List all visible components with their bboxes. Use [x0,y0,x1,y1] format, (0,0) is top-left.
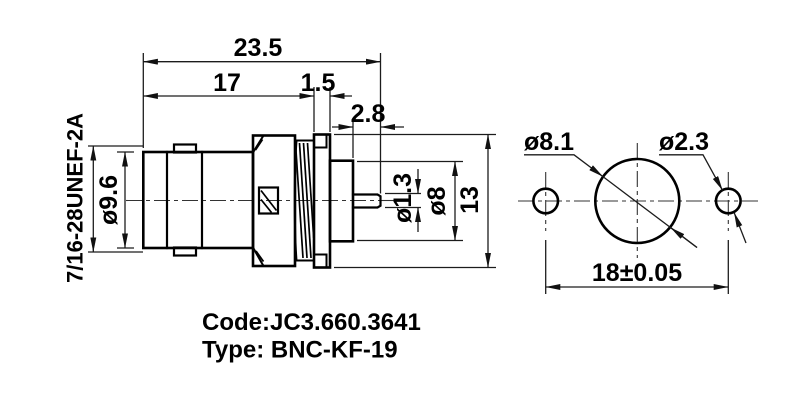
small-hole-arrow-lower [733,212,747,244]
nut-chamfer-hatch-top [254,139,264,151]
nut-slot [257,186,280,215]
thread-hatch-2 [298,142,308,259]
thread-spec-label: 7/16-28UNEF-2A [63,113,88,283]
thread-hatch-1 [294,142,304,259]
thread-hatch-3 [302,142,312,259]
nut-chamfer-top [252,134,265,154]
connector-body-outline [142,133,382,269]
dim-rear-diameter: ø8 [423,186,451,215]
rear-insulator [328,159,355,243]
dim-flange-height: 13 [456,186,484,214]
left-small-hole [532,187,560,215]
dim-body-length: 17 [213,69,241,97]
type-text: Type: BNC-KF-19 [202,337,398,364]
side-view: 23.5 17 1.5 2.8 ø9.6 7/16-28UNEF-2A ø1.3… [63,34,496,283]
nut-slot-hatch-1 [260,189,278,212]
dim-overall-length: 23.5 [234,34,283,62]
dim-small-hole: ø2.3 [659,128,709,156]
side-view-dimensions [88,53,496,269]
bayonet-lug-bottom [172,246,198,257]
thread-hatch-4 [306,142,315,239]
nut-slot-hatch-2 [260,198,273,214]
large-hole [593,157,681,245]
large-hole-arrow-lower [670,227,698,249]
right-small-hole [714,187,742,215]
dim-hole-spacing: 18±0.05 [592,259,682,287]
code-text: Code:JC3.660.3641 [202,309,421,336]
dim-flange-thickness: 1.5 [301,69,336,97]
dim-pin-diameter: ø1.3 [389,173,417,223]
dim-front-diameter: ø9.6 [95,175,123,225]
dim-large-hole: ø8.1 [524,128,574,156]
nut-chamfer-bottom [252,247,265,267]
flange-lip-bottom [314,253,328,268]
bayonet-lug-top [172,143,198,154]
nut-chamfer-hatch-bottom [255,250,265,262]
footer-block: Code:JC3.660.3641 Type: BNC-KF-19 [202,309,421,364]
solder-pin [351,193,382,209]
large-hole-leader [524,154,604,178]
thread-section [293,139,315,262]
small-hole-leader [659,154,724,191]
dim-pin-protrusion: 2.8 [351,100,386,128]
front-view: ø8.1 ø2.3 18±0.05 [518,128,760,294]
flange-lip-top [314,134,328,149]
